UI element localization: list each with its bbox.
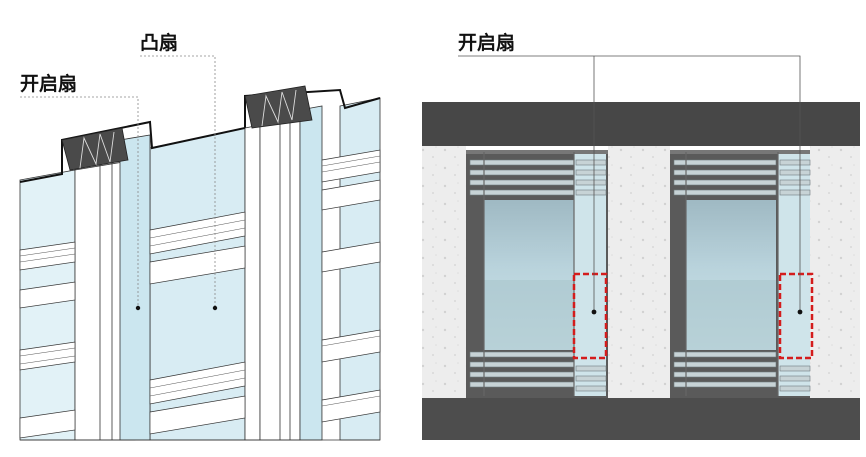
left-operable-leader xyxy=(20,96,141,311)
elevation-render: 开启扇 xyxy=(422,31,860,440)
operable-sash-highlight-1 xyxy=(572,272,608,360)
left-convex-label: 凸扇 xyxy=(140,31,178,54)
right-operable-label: 开启扇 xyxy=(458,31,515,54)
axonometric-view: 开启扇 凸扇 xyxy=(19,31,381,441)
right-operable-leader xyxy=(458,55,803,315)
left-convex-leader xyxy=(140,55,218,311)
left-operable-label: 开启扇 xyxy=(20,72,77,95)
operable-sash-highlight-2 xyxy=(778,272,814,360)
